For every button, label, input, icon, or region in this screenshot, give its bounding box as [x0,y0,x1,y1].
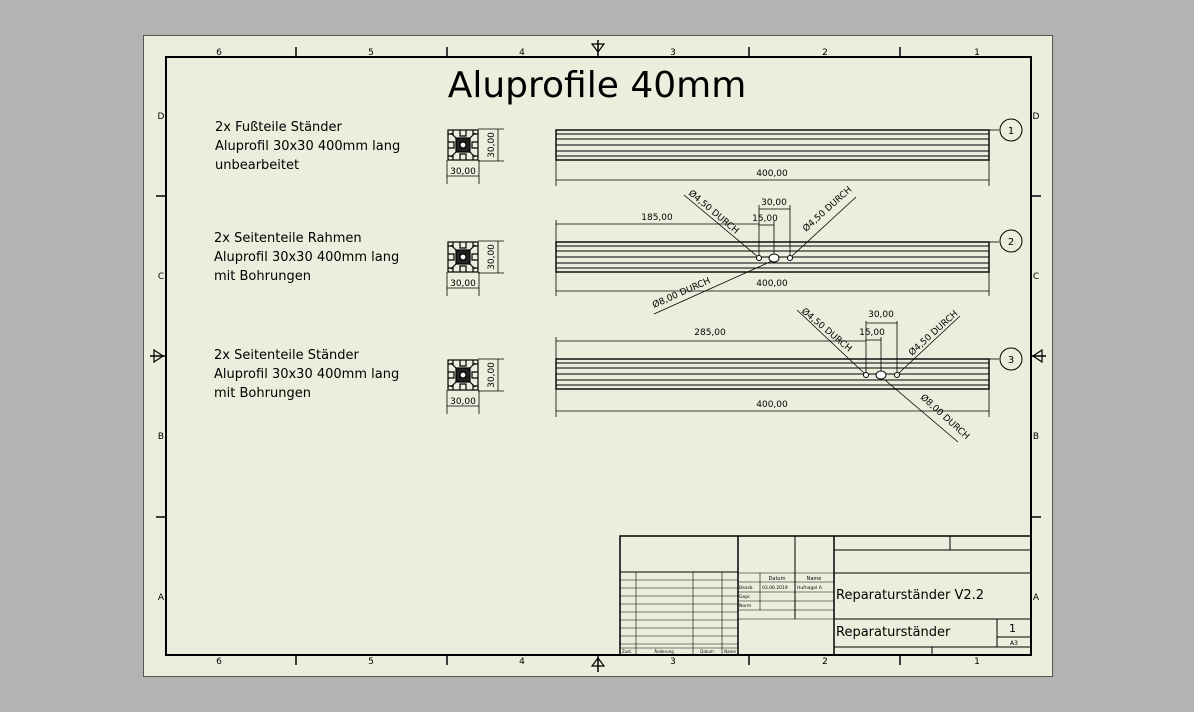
holes [756,253,793,263]
title-block [619,535,1032,656]
profile-section [447,129,479,161]
svg-text:Aluprofil 30x30 400mm lang: Aluprofil 30x30 400mm lang [214,250,399,265]
svg-text:C: C [1033,272,1039,282]
svg-text:C: C [158,272,164,282]
length-dimension [555,389,990,417]
col-label-bottom: 6 [216,657,222,667]
svg-text:1: 1 [1008,126,1014,137]
profile-section [447,241,479,273]
col-label-top: 5 [368,48,374,58]
col-label-top: 1 [974,48,980,58]
section-dimensions [446,128,504,184]
title-block-text: Datum Name Bearb. Gepr. Norm 03.06.2019 … [622,576,1018,654]
col-label-top: 6 [216,48,222,58]
col-label-bottom: 2 [822,657,828,667]
col-label-bottom: 3 [670,657,676,667]
tb-drawing-subtitle: Reparaturständer [836,625,951,640]
hole-spacing-dim: 30,00 [761,198,787,208]
tb-sheet-format: A3 [1010,640,1018,647]
paper [143,35,1053,677]
section-width-dim: 30,00 [450,279,476,289]
length-dimension [555,272,990,296]
tb-col-datum: Datum [769,576,786,582]
drawing-heading: Aluprofile 40mm [448,65,747,106]
length-dim-text: 400,00 [756,279,788,289]
tb-bearb-datum: 03.06.2019 [762,585,788,591]
section-height-dim: 30,00 [487,244,497,270]
length-dim-text: 400,00 [756,169,788,179]
tb-bearb-name: Hufnagel A. [797,585,823,591]
hole-position-dim: 185,00 [641,213,673,223]
centering-arrows [153,43,1043,667]
svg-text:2x Seitenteile Ständer: 2x Seitenteile Ständer [214,348,360,363]
tb-sheet-number: 1 [1009,622,1016,635]
part-balloon: 3 [989,347,1023,371]
svg-text:B: B [1033,432,1039,442]
profile-section [447,359,479,391]
part-1: 2x Fußteile Ständer Aluprofil 30x30 400m… [215,118,1023,186]
section-height-dim: 30,00 [487,132,497,158]
profile-side-view [555,129,990,161]
tb-row-bearb: Bearb. [739,585,754,591]
svg-text:D: D [1033,112,1040,122]
section-dimensions [446,240,504,296]
hole-position-dim: 285,00 [694,328,726,338]
svg-text:A: A [1033,593,1040,603]
section-width-dim: 30,00 [450,397,476,407]
part-description: 2x Seitenteile Ständer Aluprofil 30x30 4… [214,348,399,401]
hole-dimensions [555,309,961,443]
hole-spacing-half-dim: 15,00 [859,328,885,338]
svg-text:3: 3 [1008,355,1014,366]
col-label-bottom: 5 [368,657,374,667]
tb-rev-zust: Zust. [622,649,632,654]
row-labels: D C B A D C B A [158,112,1040,603]
col-label-bottom: 1 [974,657,980,667]
part-balloon: 2 [989,229,1023,253]
col-label-top: 2 [822,48,828,58]
hole-spacing-dim: 30,00 [868,310,894,320]
tb-rev-name: Name [724,649,736,654]
tb-drawing-title: Reparaturständer V2.2 [836,588,984,603]
svg-text:A: A [158,593,165,603]
section-width-dim: 30,00 [450,167,476,177]
column-labels: 6 5 4 3 2 1 6 5 4 3 2 1 [216,48,980,667]
hole-dimensions [555,194,857,315]
svg-text:Aluprofil 30x30 400mm lang: Aluprofil 30x30 400mm lang [214,367,399,382]
col-label-top: 3 [670,48,676,58]
part-balloon: 1 [989,118,1023,142]
svg-text:2x Fußteile Ständer: 2x Fußteile Ständer [215,120,343,135]
svg-text:mit Bohrungen: mit Bohrungen [214,386,311,401]
profile-side-view [555,241,990,273]
length-dimension [555,160,990,186]
frame-ticks [150,40,1046,672]
col-label-top: 4 [519,48,525,58]
svg-text:D: D [158,112,165,122]
part-description: 2x Fußteile Ständer Aluprofil 30x30 400m… [215,120,400,173]
svg-text:2: 2 [1008,237,1014,248]
tb-row-gepr: Gepr. [739,594,751,600]
hole-spacing-half-dim: 15,00 [752,214,778,224]
svg-text:B: B [158,432,164,442]
tb-rev-datum: Datum [700,649,714,654]
part-description: 2x Seitenteile Rahmen Aluprofil 30x30 40… [214,231,399,284]
svg-text:mit Bohrungen: mit Bohrungen [214,269,311,284]
tb-rev-aend: Änderung [654,649,674,654]
tb-col-name: Name [807,576,822,582]
section-dimensions [446,358,504,414]
svg-text:2x Seitenteile Rahmen: 2x Seitenteile Rahmen [214,231,362,246]
section-height-dim: 30,00 [487,362,497,388]
profile-side-view [555,358,990,390]
tb-row-norm: Norm [739,603,751,609]
svg-text:unbearbeitet: unbearbeitet [215,158,299,173]
col-label-bottom: 4 [519,657,525,667]
svg-text:Aluprofil 30x30 400mm lang: Aluprofil 30x30 400mm lang [215,139,400,154]
length-dim-text: 400,00 [756,400,788,410]
